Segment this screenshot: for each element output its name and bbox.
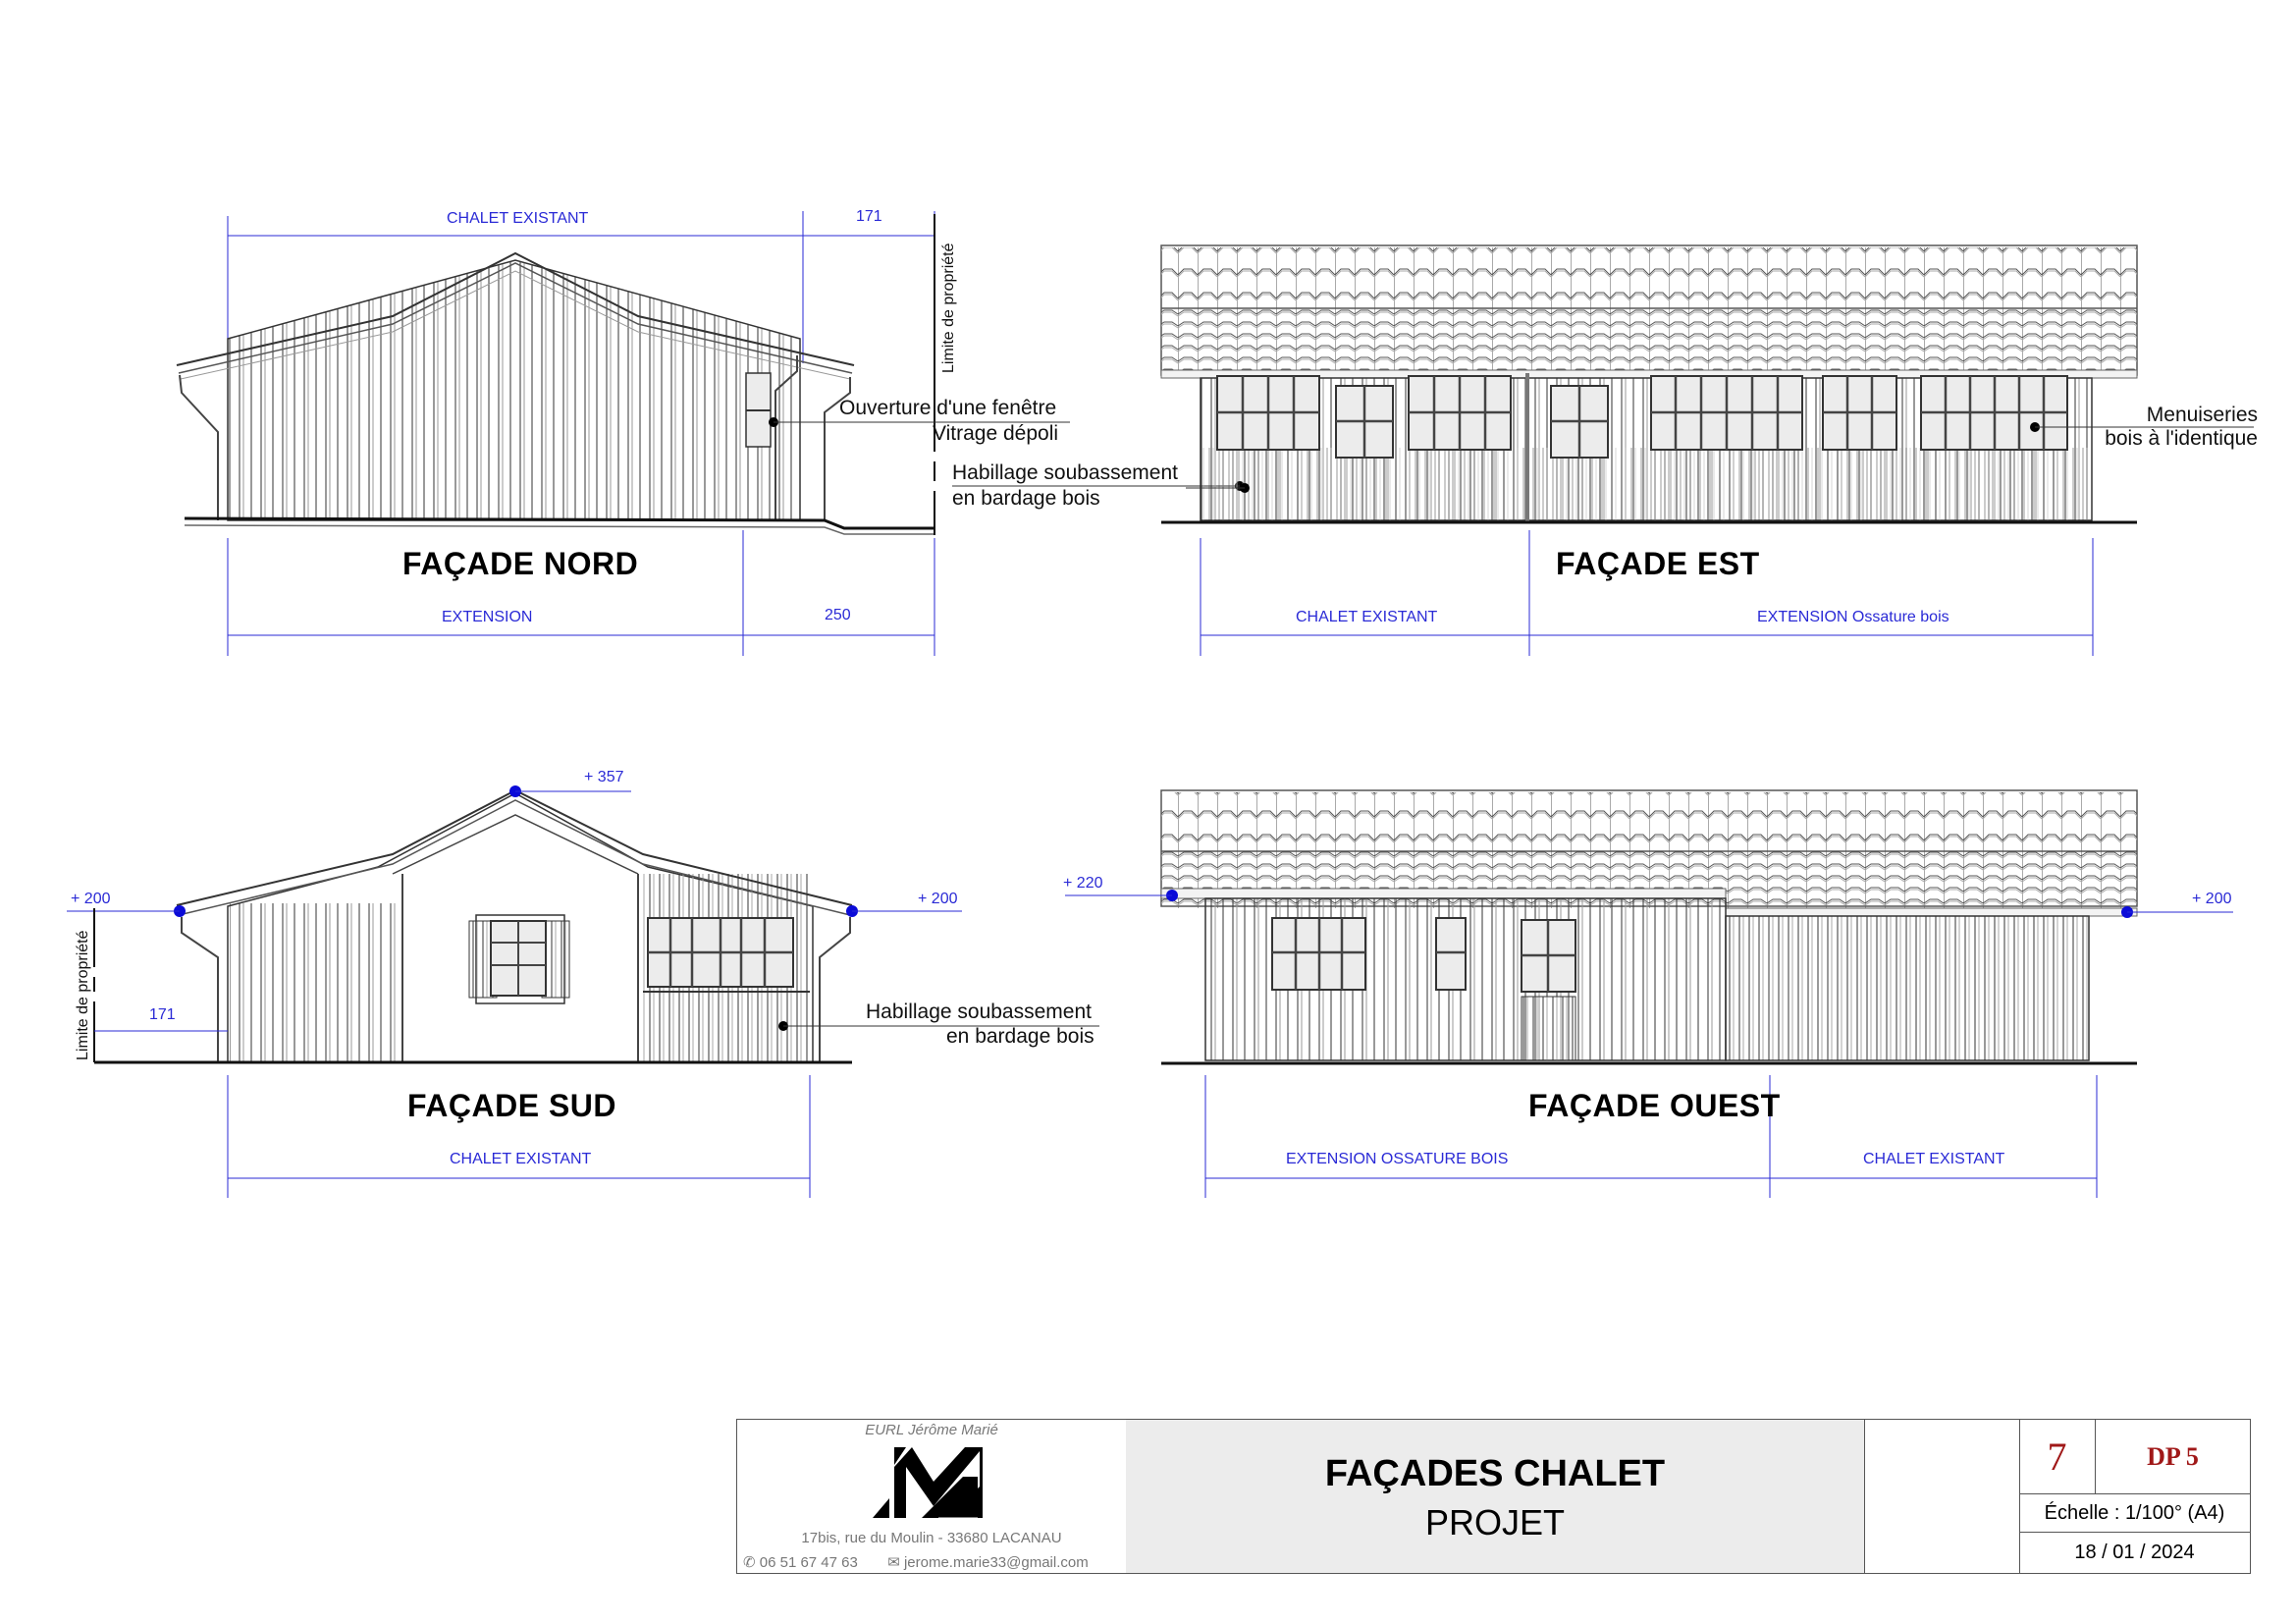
drawing-title: FAÇADES CHALET <box>1324 1453 1666 1494</box>
facade-nord-drawing <box>176 211 1245 656</box>
annotation-window-opening-line1: Ouverture d'une fenêtre <box>839 397 1057 419</box>
level-200-ouest: + 200 <box>2192 891 2232 907</box>
page-number: 7 <box>2019 1420 2096 1494</box>
annotation-cladding-sud-line2: en bardage bois <box>946 1025 1095 1048</box>
company-phone: 06 51 67 47 63 <box>759 1554 858 1571</box>
facade-sud-drawing <box>67 785 1099 1198</box>
dimension-extension-est: EXTENSION Ossature bois <box>1757 609 1949 625</box>
dimension-171-sud: 171 <box>149 1006 176 1023</box>
company-logo-icon <box>873 1447 983 1519</box>
company-email: jerome.marie33@gmail.com <box>903 1554 1089 1571</box>
dimension-extension-ouest: EXTENSION OSSATURE BOIS <box>1286 1151 1509 1167</box>
annotation-window-opening-line2: Vitrage dépoli <box>933 422 1059 445</box>
facade-sud-title: FAÇADE SUD <box>407 1088 617 1123</box>
company-contact: ✆ 06 51 67 47 63 ✉ jerome.marie33@gmail.… <box>743 1553 1089 1571</box>
title-block: EURL Jérôme Marié 17bis, rue du Moulin -… <box>736 1419 2251 1574</box>
phone-icon: ✆ <box>743 1554 756 1571</box>
document-code: DP 5 <box>2096 1420 2250 1494</box>
facade-ouest-title: FAÇADE OUEST <box>1528 1088 1781 1123</box>
company-address: 17bis, rue du Moulin - 33680 LACANAU <box>801 1530 1062 1546</box>
dimension-chalet-existant-nord: CHALET EXISTANT <box>447 210 589 227</box>
dimension-chalet-existant-ouest: CHALET EXISTANT <box>1863 1151 2005 1167</box>
drawing-subtitle: PROJET <box>1424 1502 1565 1542</box>
annotation-cladding-sud-line1: Habillage soubassement <box>866 1001 1092 1023</box>
annotation-cladding-nord-line2: en bardage bois <box>952 487 1100 510</box>
facade-ouest-drawing <box>1065 789 2233 1198</box>
level-220-ouest: + 220 <box>1063 875 1103 892</box>
facade-est-title: FAÇADE EST <box>1556 546 1760 581</box>
facade-nord-title: FAÇADE NORD <box>402 546 639 581</box>
scale-label: Échelle : 1/100° (A4) <box>2019 1494 2250 1533</box>
company-name: EURL Jérôme Marié <box>865 1422 998 1438</box>
annotation-joinery-line1: Menuiseries <box>2146 404 2258 426</box>
date-label: 18 / 01 / 2024 <box>2074 1542 2195 1563</box>
dimension-chalet-existant-sud: CHALET EXISTANT <box>450 1151 592 1167</box>
envelope-icon: ✉ <box>887 1554 900 1571</box>
level-200-sud-right: + 200 <box>918 891 958 907</box>
level-357-sud: + 357 <box>584 769 624 785</box>
dimension-171-nord: 171 <box>856 208 882 225</box>
dimension-250-nord: 250 <box>825 607 851 623</box>
property-limit-label-sud: Limite de propriété <box>75 930 91 1060</box>
title-block-blank-cell <box>1864 1420 2020 1573</box>
property-limit-label-nord: Limite de propriété <box>940 243 957 373</box>
facade-est-drawing <box>1160 244 2254 656</box>
dimension-extension-nord: EXTENSION <box>442 609 533 625</box>
annotation-joinery-line2: bois à l'identique <box>2105 427 2258 450</box>
level-200-sud-left: + 200 <box>71 891 111 907</box>
annotation-cladding-nord-line1: Habillage soubassement <box>952 461 1178 484</box>
drawing-title-area: FAÇADES CHALET PROJET <box>1126 1420 1865 1573</box>
sheet-info: 7 DP 5 Échelle : 1/100° (A4) 18 / 01 / 2… <box>2019 1420 2250 1573</box>
dimension-chalet-existant-est: CHALET EXISTANT <box>1296 609 1438 625</box>
company-block: EURL Jérôme Marié 17bis, rue du Moulin -… <box>737 1420 1127 1573</box>
